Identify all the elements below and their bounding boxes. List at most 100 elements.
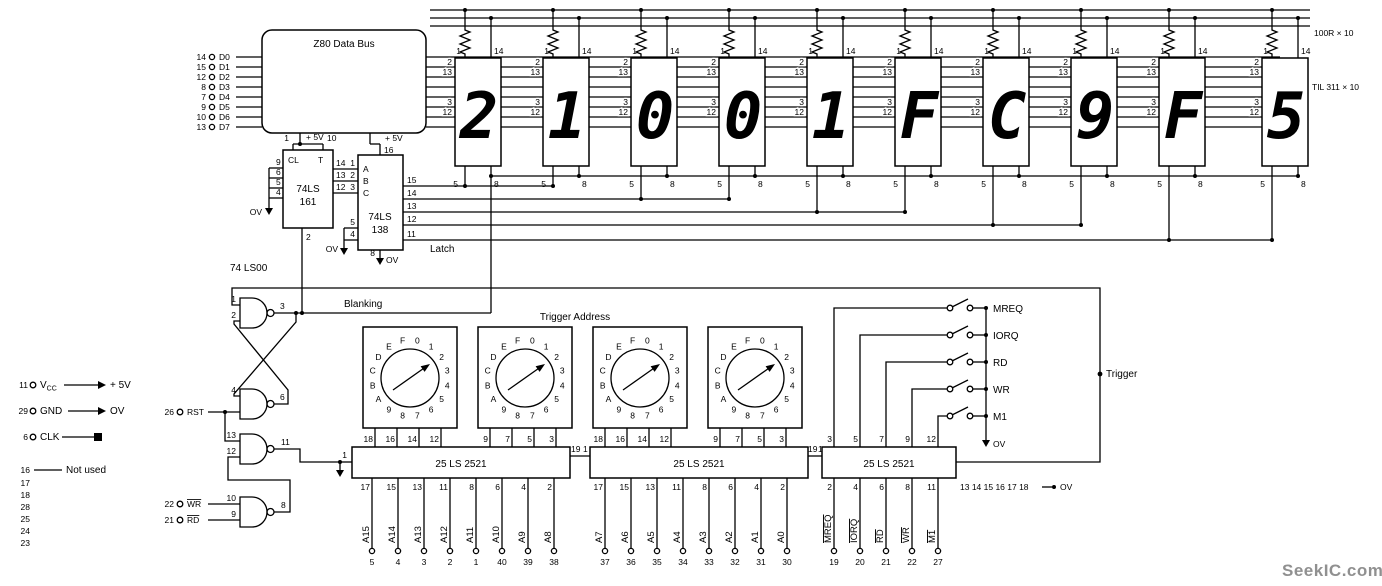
comparator-pin-number: 16: [616, 434, 626, 444]
display-pin-number: 5: [981, 179, 986, 189]
comparator-pin-number: 4: [853, 482, 858, 492]
dial-position-label: 1: [774, 341, 779, 351]
pin-terminal: [934, 547, 942, 555]
comparator-chain: 1 19 1 19 1 13 14 15 16 17 18 OV Trigger…: [231, 287, 1138, 492]
pullup-resistor: [634, 10, 648, 58]
switch-contact: [966, 331, 974, 339]
right-arrow: [98, 381, 106, 389]
display-pin-number: 2: [535, 57, 540, 67]
display-pin-number: 8: [934, 179, 939, 189]
signal-label: A4: [672, 531, 683, 543]
counter-pin-number: 14: [336, 158, 346, 168]
counter-name: 74LS: [296, 184, 320, 195]
dial-position-label: E: [731, 341, 737, 351]
vcc-label: VCC: [40, 380, 57, 393]
rd-label: RD: [187, 515, 199, 525]
wire: [1017, 174, 1021, 178]
switch-contact: [946, 412, 954, 420]
dial-position-label: D: [375, 352, 381, 362]
dial-position-label: 9: [732, 405, 737, 415]
dial-position-label: C: [370, 366, 376, 376]
z80-pin-number: 9: [201, 102, 206, 112]
display-pin-number: 2: [1063, 57, 1068, 67]
wire: [859, 334, 947, 447]
display-digit: 1: [812, 80, 851, 154]
z80-pin-number: 4: [396, 557, 401, 567]
z80-pin-number: 31: [756, 557, 766, 567]
display-pin-number: 2: [1254, 57, 1259, 67]
comparator-pin-number: 11: [672, 482, 681, 492]
dial-position-label: 5: [669, 394, 674, 404]
dial-position-label: A: [491, 394, 497, 404]
wire: [885, 361, 947, 447]
rst-label: RST: [187, 407, 204, 417]
wire: [815, 8, 819, 12]
decoder-name: 74LS: [368, 212, 392, 223]
comparator-pin-number: 8: [469, 482, 474, 492]
blanking-label: Blanking: [344, 299, 382, 310]
data-signal-label: D5: [219, 102, 230, 112]
gate-pin-number: 6: [280, 392, 285, 402]
display-pin-number: 12: [971, 107, 981, 117]
wire: [1097, 371, 1103, 377]
ov-label: OV: [993, 439, 1006, 449]
dial-position-label: 0: [645, 336, 650, 346]
z80-pin-number: 2: [448, 557, 453, 567]
z80-pin-number: 13: [197, 122, 207, 132]
dial-position-label: D: [605, 352, 611, 362]
display-pin-number: 3: [623, 97, 628, 107]
dial-position-label: A: [606, 394, 612, 404]
legend-pin-number: 25: [21, 514, 31, 524]
legend-pin-number: 11: [19, 380, 28, 390]
display-body: [1158, 57, 1206, 167]
comparator-body: [821, 446, 957, 479]
dial-position-label: 0: [530, 336, 535, 346]
dial-position-label: 7: [415, 410, 420, 420]
gate-pin-number: 3: [280, 301, 285, 311]
signal-label: IORQ: [849, 519, 860, 543]
dial-position-label: 4: [675, 380, 680, 390]
dial-position-label: 9: [502, 405, 507, 415]
decoder-pin-number: 15: [407, 175, 417, 185]
control-signal-label: MREQ: [993, 304, 1023, 315]
pin-terminal: [679, 547, 687, 555]
resistor-bank-label: 100R × 10: [1314, 28, 1354, 38]
display-pin-number: 1: [984, 46, 989, 56]
comparator-pin-number: 14: [408, 434, 418, 444]
comparator-pin-number: 19: [571, 444, 581, 454]
counter-pin-number: 4: [276, 187, 281, 197]
display-pin-number: 8: [758, 179, 763, 189]
dial-position-label: 9: [387, 405, 392, 415]
display-body: [1070, 57, 1118, 167]
dial-position-label: 0: [760, 336, 765, 346]
pin-terminal: [208, 113, 216, 121]
wire: [300, 311, 304, 315]
dial-position-label: E: [501, 341, 507, 351]
wire: [1296, 174, 1300, 178]
pullup-resistor: [1265, 10, 1279, 58]
ov-label: OV: [110, 406, 125, 417]
display-pin-number: 2: [799, 57, 804, 67]
counter-t-label: T: [318, 155, 323, 165]
signal-label: A1: [750, 531, 761, 543]
display-digit: 5: [1267, 80, 1306, 154]
counter-pin-number: 1: [284, 133, 289, 143]
switch-blade: [951, 325, 969, 335]
gate-pin-number: 8: [281, 500, 286, 510]
display-digit: 9: [1076, 80, 1115, 154]
dial-position-label: F: [745, 336, 750, 346]
wire: [224, 412, 240, 442]
pin-terminal: [208, 63, 216, 71]
comparator-pin-number: 15: [387, 482, 397, 492]
display-pin-number: 5: [453, 179, 458, 189]
signal-label: A6: [620, 531, 631, 543]
comparator-pin-number: 6: [879, 482, 884, 492]
trigger-label: Trigger: [1106, 369, 1138, 380]
comparator-pin-number: 3: [827, 434, 832, 444]
